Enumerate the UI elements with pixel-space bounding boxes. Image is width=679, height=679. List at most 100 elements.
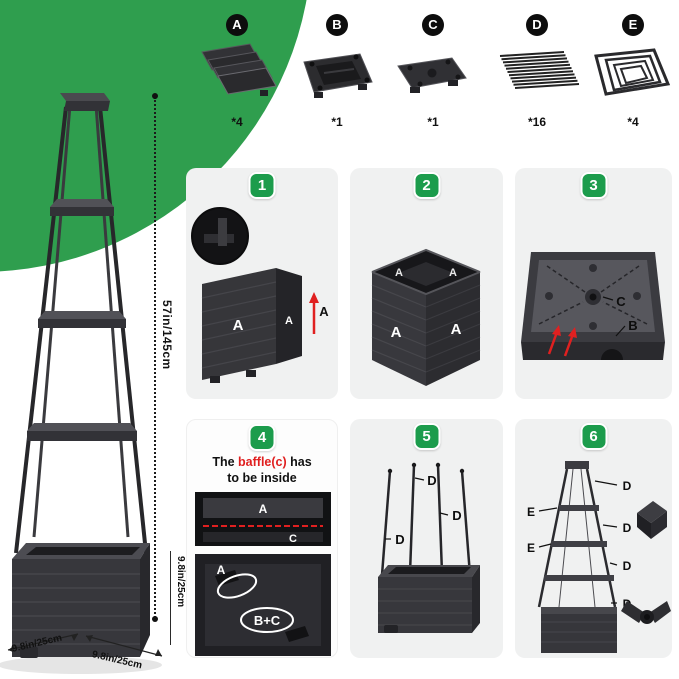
red-up-arrow xyxy=(563,333,575,357)
step-number-badge-2: 2 xyxy=(413,172,440,199)
box-height-dimension-line xyxy=(170,551,171,645)
panel-a-side xyxy=(276,268,302,364)
step-card-4: 4 The baffle(c) has to be inside A C A B… xyxy=(186,419,338,658)
part-count-B: *1 xyxy=(331,115,343,129)
baffle-note: The baffle(c) has to be inside xyxy=(187,454,337,487)
rod xyxy=(380,470,392,576)
box xyxy=(541,607,617,653)
base-width-dimension-arrows xyxy=(7,633,163,657)
box-height-dimension-label: 9.8in/25cm xyxy=(175,556,186,608)
tray xyxy=(559,505,599,511)
note-pre: The xyxy=(212,455,239,469)
box-side xyxy=(472,565,480,633)
part-label: A xyxy=(217,563,226,577)
part-label: C xyxy=(616,294,626,309)
step-card-2: 2 A A A A xyxy=(350,168,503,399)
part-count-D: *16 xyxy=(527,115,547,129)
part-count-C: *1 xyxy=(427,115,439,129)
drainage-spout xyxy=(384,625,398,633)
tray xyxy=(551,541,607,547)
step4-illustration: A C A B+C xyxy=(195,492,331,656)
part-label: C xyxy=(289,533,297,545)
step-number-badge-3: 3 xyxy=(580,172,607,199)
part-label: A xyxy=(233,317,244,334)
box-front xyxy=(378,577,472,633)
planter-box-side xyxy=(140,543,150,657)
step6-illustration: D E D E D D xyxy=(527,461,671,653)
height-dimension-line xyxy=(154,97,156,618)
corner-cap-detail xyxy=(637,501,667,539)
tray xyxy=(544,575,614,581)
box-front-left xyxy=(372,272,426,386)
step-number-badge-1: 1 xyxy=(248,172,276,199)
dimension-dot-bottom xyxy=(152,616,158,622)
part-label: D xyxy=(623,559,632,573)
note-line2: to be inside xyxy=(227,471,297,486)
part-label: A xyxy=(285,315,293,327)
note-highlight: baffle(c) xyxy=(238,455,287,469)
part-letter-badge-B: B xyxy=(326,14,348,36)
rod-connector-detail xyxy=(621,601,671,624)
part-label: E xyxy=(527,505,535,519)
stacked-side-panels-icon xyxy=(201,43,277,96)
step1-illustration: A A A xyxy=(191,207,329,383)
step3-illustration: C B xyxy=(521,252,665,360)
tray-notch xyxy=(601,349,623,360)
nested-trays-icon xyxy=(594,48,671,96)
part-count-A: *4 xyxy=(231,115,243,129)
note-post: has xyxy=(286,455,312,469)
step5-illustration: D D D xyxy=(378,462,480,633)
box-front-right xyxy=(426,272,480,386)
part-label: A xyxy=(259,502,268,516)
planter-box-front xyxy=(12,559,140,657)
drainage-spout xyxy=(20,647,38,658)
step-number-badge-4: 4 xyxy=(248,424,276,451)
tower-tray-1 xyxy=(50,199,114,207)
height-dimension-label: 57in/145cm xyxy=(160,300,174,370)
part-label: E xyxy=(527,541,535,555)
part-count-E: *4 xyxy=(627,115,639,129)
part-item-D: D *16 xyxy=(492,14,582,129)
rod xyxy=(408,464,416,574)
part-label: A xyxy=(395,267,403,279)
step-card-1: 1 A A A xyxy=(186,168,338,399)
part-item-B: B *1 xyxy=(292,14,382,129)
planter-tower-photo xyxy=(0,93,162,674)
step2-illustration: A A A A xyxy=(371,248,481,386)
step-card-3: 3 C B xyxy=(515,168,672,399)
part-letter-badge-E: E xyxy=(622,14,644,36)
baffle-plate-icon xyxy=(397,57,467,93)
tower-top-cap xyxy=(60,93,110,101)
tower-shadow xyxy=(0,656,162,674)
tower-tray-2 xyxy=(38,311,126,319)
rod xyxy=(436,464,444,574)
tower-cap xyxy=(565,461,589,469)
bottom-box-icon xyxy=(303,53,373,98)
part-label: B+C xyxy=(254,613,281,628)
part-item-E: E *4 xyxy=(588,14,678,129)
panel-a-front xyxy=(202,268,276,380)
part-label: A xyxy=(449,267,457,279)
part-letter-badge-D: D xyxy=(526,14,548,36)
step-card-5: 5 D D D xyxy=(350,419,503,658)
tower-tray-3 xyxy=(27,423,137,431)
part-label: D xyxy=(427,473,436,488)
step-card-6: 6 D E D E D D xyxy=(515,419,672,658)
part-label: D xyxy=(623,479,632,493)
part-label: A xyxy=(451,321,462,338)
part-label: A xyxy=(319,304,329,319)
part-label: D xyxy=(623,521,632,535)
part-label: D xyxy=(395,532,404,547)
part-label: A xyxy=(391,324,402,341)
part-label: D xyxy=(452,508,461,523)
dimension-dot-top xyxy=(152,93,158,99)
part-label: B xyxy=(628,318,637,333)
part-letter-badge-A: A xyxy=(226,14,248,36)
callout-oval xyxy=(216,573,258,599)
tray-front-face xyxy=(521,342,665,360)
step-number-badge-5: 5 xyxy=(413,423,440,450)
part-letter-badge-C: C xyxy=(422,14,444,36)
rod-bundle-icon xyxy=(499,51,580,89)
red-up-arrow xyxy=(547,331,559,355)
